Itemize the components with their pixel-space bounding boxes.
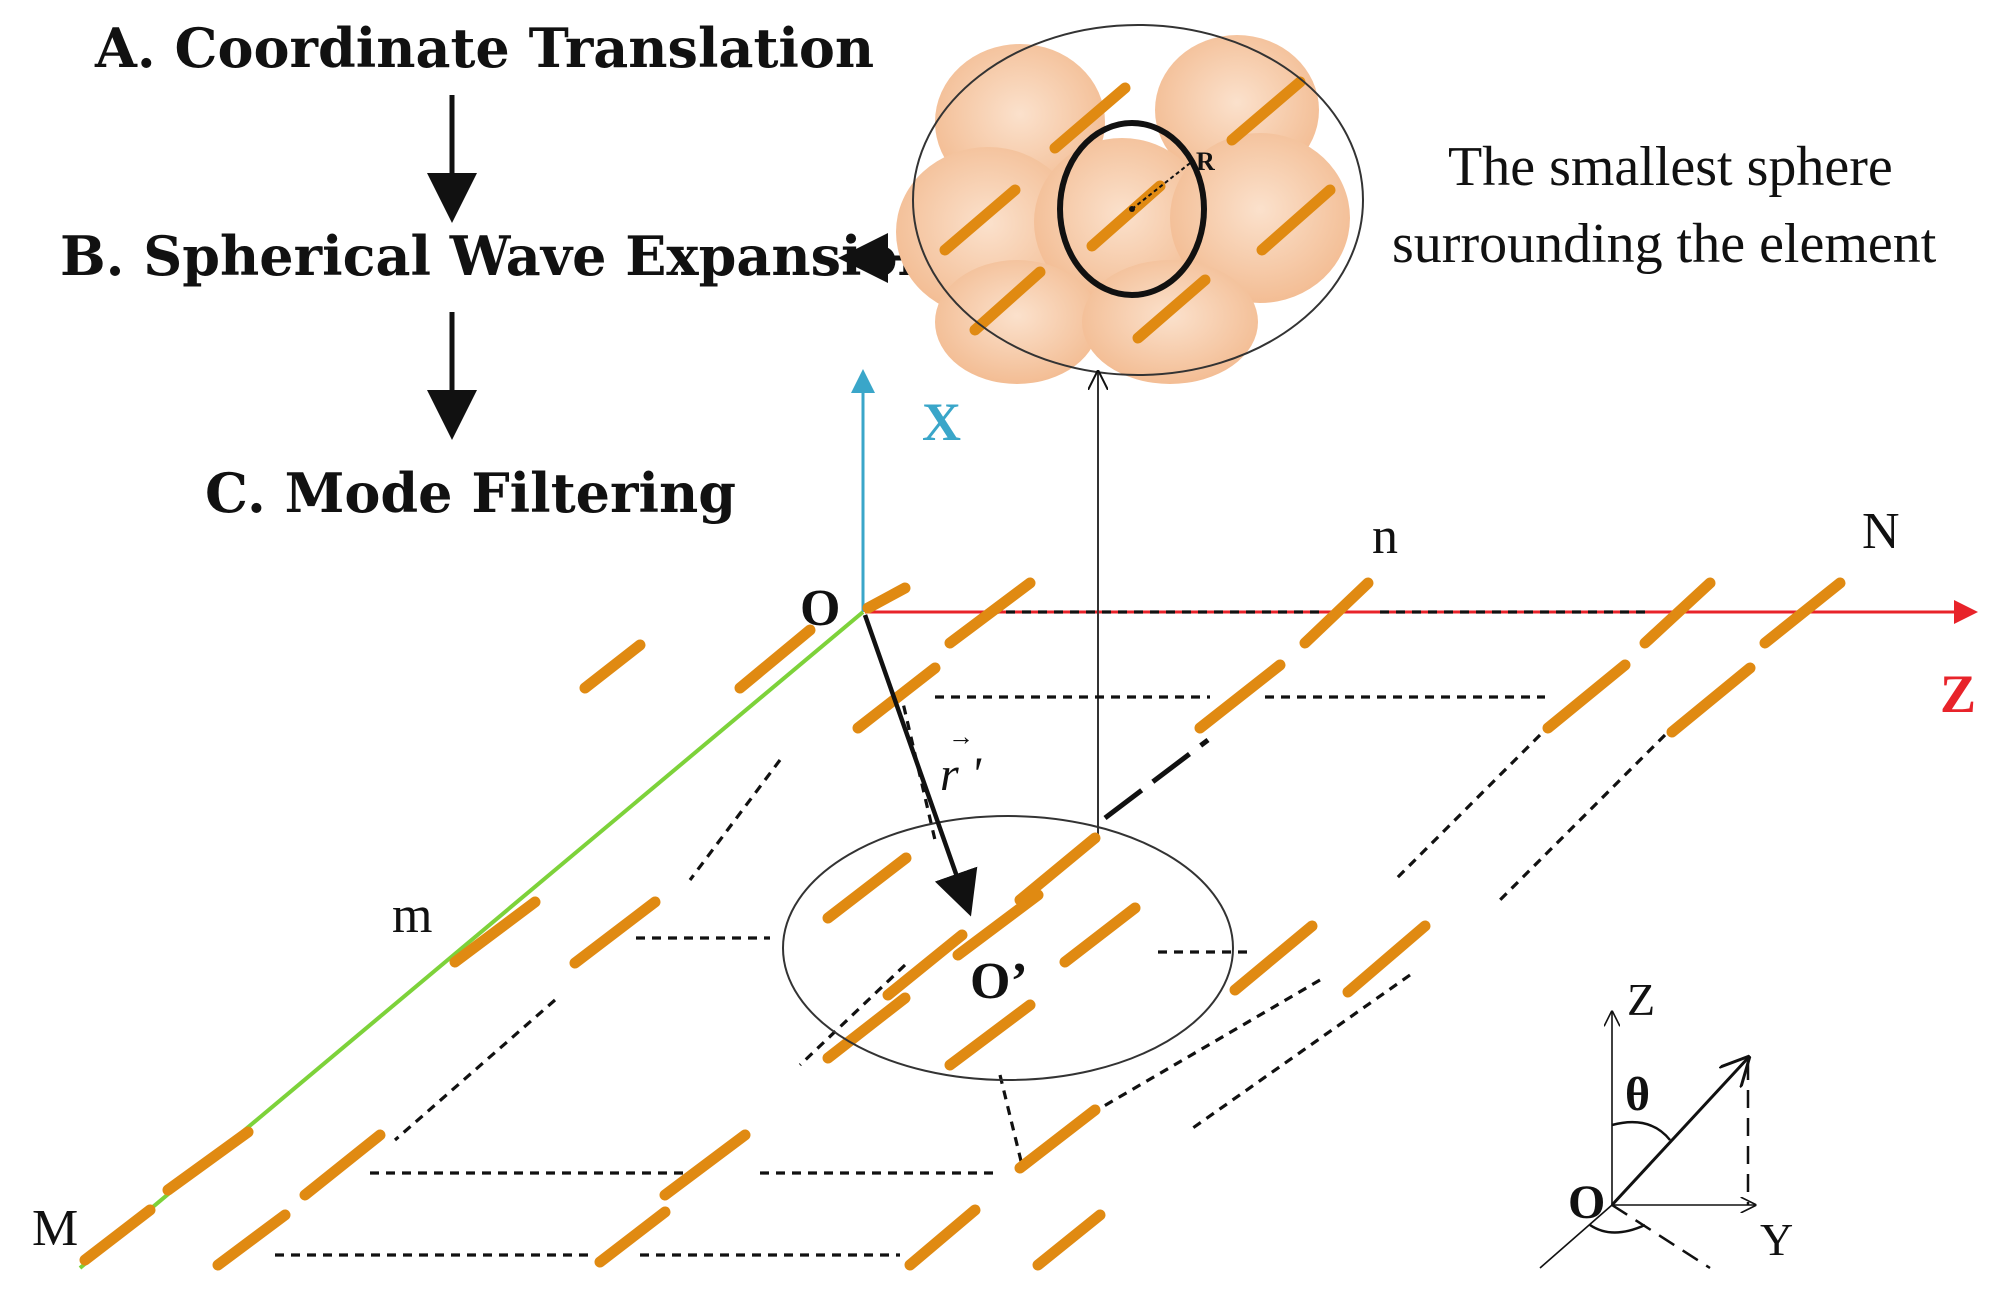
index-M-label: M [32,1200,78,1257]
dipole-element [1049,82,1131,154]
vector-label: r ' [940,748,982,801]
dipole-element [594,1206,671,1268]
dipole-element [1342,920,1431,998]
dipole-element [822,852,912,924]
sphere-blob [1082,260,1258,384]
dipole-element [299,1129,386,1201]
zoom-ellipse [912,24,1364,376]
dipole-element [944,999,1036,1071]
dipole-element [1194,659,1286,734]
dipole-element [79,1204,156,1266]
sphere-blob [1170,133,1350,303]
element-cluster-zoom: R [896,24,1364,384]
grid-dash [393,998,557,1142]
phi-arc [1589,1223,1646,1234]
dipole-array [79,577,1846,1271]
local-element-circle [782,815,1234,1081]
smallest-sphere-circle [1057,120,1207,298]
sphere-note-line1: The smallest sphere [1448,136,1893,198]
step-a-label: A. Coordinate Translation [94,16,874,80]
cs-origin-label: O [1568,1176,1605,1229]
dipole-element [162,1126,254,1196]
dipole-element [862,582,911,614]
grid-dash [1079,978,1321,1122]
dipole-element [904,1204,981,1271]
theta-arc [1611,1120,1671,1141]
dipole-element [734,624,816,694]
theta-label: θ [1625,1068,1650,1121]
grid-dash [1393,733,1542,882]
grid-dash [798,963,907,1067]
dipole-element [1132,274,1211,344]
coordinate-system-inset: Z Y θ O [1539,974,1793,1270]
sphere-center [1129,206,1135,212]
dipole-element [212,1209,291,1271]
dipole-element [659,1129,751,1201]
grid-long-dash [1103,738,1210,820]
dipole-element [1014,832,1101,906]
dipole-element [1014,1104,1101,1174]
dipole-element [1032,1209,1106,1271]
vector-arrow-mark: → [948,722,974,751]
dipole-element [969,266,1046,336]
dipole-element [822,992,911,1064]
dipole-element [1256,184,1336,256]
dipole-element [882,929,968,1001]
index-n-label: n [1372,508,1398,565]
dipole-element [1299,577,1374,649]
grid-dash [1189,973,1411,1132]
z-axis-label: Z [1940,664,1976,724]
cs-y-label: Y [1760,1214,1793,1265]
dipole-element [1639,577,1716,649]
grid-dash [998,1074,1024,1166]
grid-dash [1498,733,1667,902]
dipole-element [449,896,541,968]
index-m-label: m [392,887,432,944]
dipole-element [579,639,646,694]
dipole-element [569,896,661,969]
grid-dash [898,689,937,841]
dipole-element [1759,577,1846,649]
grid-dash [688,759,782,881]
dipole-element [1059,902,1141,968]
radius-line [1131,159,1195,210]
sphere-blob [935,260,1099,384]
dipole-element [1666,662,1756,738]
x-axis-label: X [922,392,961,452]
cs-r-vector [1610,1058,1748,1207]
dipole-element [939,184,1021,256]
dipole-element [1226,76,1306,146]
dipole-element [944,577,1036,649]
dipole-element [1229,920,1318,996]
position-vector-arrow [862,614,978,917]
index-N-label: N [1862,503,1900,560]
step-c-label: C. Mode Filtering [205,461,736,525]
step-b-label: B. Spherical Wave Expansion [60,224,937,288]
array-grid-dashes [275,610,1667,1257]
sphere-note-line2: surrounding the element [1392,213,1937,275]
cs-z-label: Z [1627,974,1655,1025]
radius-label: R [1196,147,1215,176]
cs-projection-line [1611,1203,1711,1270]
local-origin-label: O’ [970,953,1028,1010]
dipole-element [952,889,1044,961]
cs-x-axis [1539,1204,1613,1269]
dipole-element [1542,659,1631,734]
